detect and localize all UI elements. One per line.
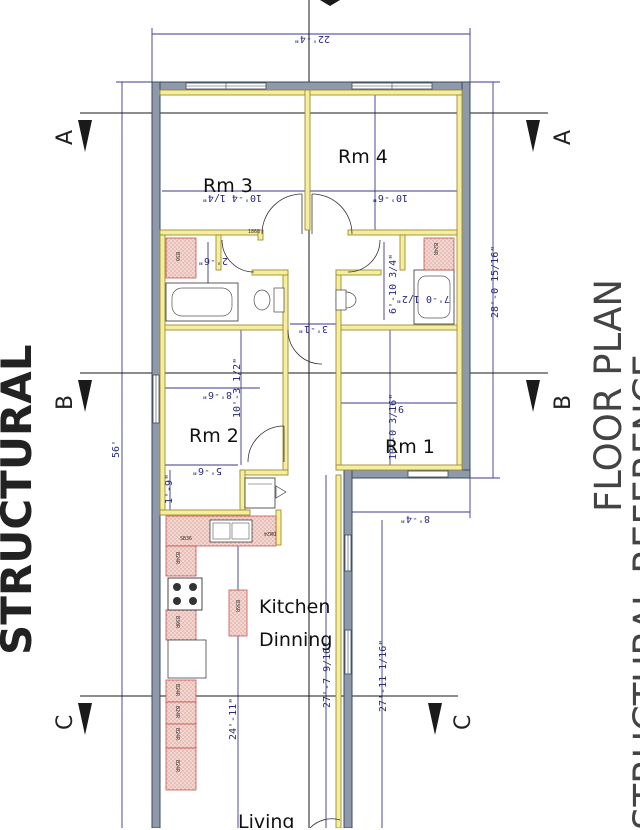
fixture-b24r-l2: B24R (174, 706, 180, 719)
section-markers (78, 0, 540, 735)
dim-overall-width: 22'-4" (294, 33, 330, 44)
dim-bath-right-horiz: 7'-0 1/2" (396, 293, 450, 304)
dim-kitchen-length: 24'-11" (228, 698, 239, 740)
room-label-rm2: Rm 2 (189, 425, 239, 447)
fixture-labels: B30 B24R 1868 SB36 DW24 B24R B30R B36R B… (174, 229, 438, 773)
dim-right-lower-length: 27'-11 1/16" (378, 640, 389, 712)
fixture-b30r: B30R (174, 616, 180, 629)
dim-hall-width: 3'-1" (298, 323, 328, 334)
dim-rm1-width: 9' (392, 403, 404, 414)
dimension-labels: 22'-4" 56' 28'-0 15/16" 10'-4 1/4" 10'-6… (111, 33, 501, 740)
dim-rm2-depth: 10'-3 1/2" (232, 358, 243, 418)
room-label-living: Living (238, 811, 295, 828)
section-c-right: C (451, 715, 476, 730)
dim-rm1-depth: 10'-0 3/16" (388, 394, 399, 460)
fixture-b24r-a: B24R (432, 243, 438, 256)
fixture-b24r-l3: B24R (174, 728, 180, 741)
doors (221, 193, 381, 828)
section-c-left: C (53, 715, 78, 730)
dimension-lines (116, 28, 500, 828)
section-a-right: A (551, 130, 576, 145)
dim-rm3-width: 10'-4 1/4" (202, 192, 262, 203)
fixture-b24r-l4: B24R (174, 760, 180, 773)
dim-bath-right-vert: 6'-10 3/4" (388, 254, 399, 314)
dim-closet-width: 5'-6" (192, 465, 222, 476)
bath-left (165, 237, 285, 322)
fixture-b24r-l1: B24R (174, 684, 180, 697)
fixture-dishwasher: DW24 (264, 530, 276, 536)
fixture-island: B36R (234, 600, 240, 613)
kitchen-appliances (167, 519, 253, 679)
section-b-right: B (551, 395, 576, 410)
bath-right (335, 237, 455, 325)
dim-rm4-width: 10'-6" (372, 192, 408, 203)
room-label-dinning: Dinning (259, 629, 332, 651)
room-labels: Rm 3 Rm 4 Rm 2 Rm 1 Kitchen Dinning Livi… (189, 146, 435, 828)
dim-kd-length: 27'-7 9/16" (322, 642, 333, 708)
interior-walls (159, 89, 463, 828)
floor-plan-title: FLOOR PLAN (587, 278, 630, 512)
dim-step-width: 8'-4" (400, 513, 430, 524)
structural-reference-title: STRUCTURAL REFERENCE (626, 353, 640, 830)
dim-bath-left: 2'-6" (198, 255, 228, 266)
fixture-sink-base: SB36 (180, 536, 192, 542)
room-label-kitchen: Kitchen (259, 596, 330, 618)
dim-closet-depth: 1'-9" (164, 474, 175, 504)
structural-title: STRUCTURAL (0, 344, 41, 655)
room-label-rm4: Rm 4 (338, 146, 388, 168)
dim-overall-length: 56' (111, 440, 122, 458)
section-lines (80, 0, 548, 828)
section-a-left: A (53, 130, 78, 145)
room-label-rm3: Rm 3 (203, 175, 253, 197)
fixture-b30: B30 (174, 252, 180, 261)
dim-rm2-width: 8'-6" (202, 389, 232, 400)
section-b-left: B (53, 395, 78, 410)
fixture-b24r-k1: B24R (174, 552, 180, 565)
door-tag: 1868 (248, 229, 260, 235)
room-label-rm1: Rm 1 (385, 436, 435, 458)
closet-unit (244, 477, 287, 509)
dim-right-length: 28'-0 15/16" (490, 246, 501, 318)
